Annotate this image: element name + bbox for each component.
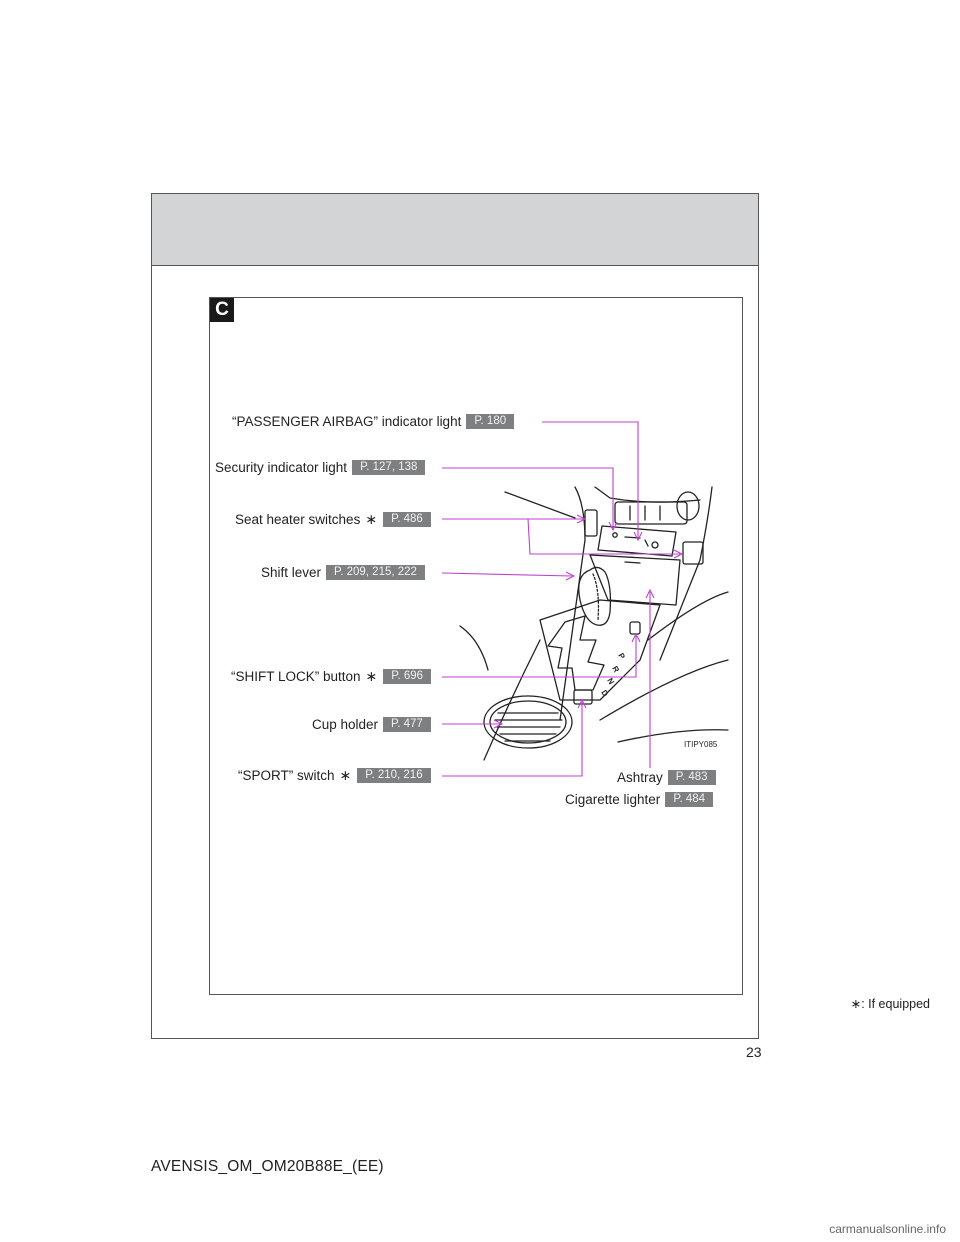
gear-letter-p: P xyxy=(616,652,627,662)
if-equipped-asterisk-icon: ∗ xyxy=(365,511,378,527)
watermark: carmanualsonline.info xyxy=(829,1222,946,1236)
callout-seat-heater: Seat heater switches ∗ P. 486 xyxy=(235,511,431,528)
shift-knob xyxy=(578,566,612,626)
callout-label: “SHIFT LOCK” button xyxy=(231,669,361,684)
vent-knob xyxy=(676,491,700,521)
shift-gate xyxy=(547,615,605,691)
left-seat-heater-switch xyxy=(584,509,598,537)
page-ref-button[interactable]: P. 477 xyxy=(383,717,431,732)
page-ref-button[interactable]: P. 696 xyxy=(383,669,432,684)
callout-ashtray: Ashtray P. 483 xyxy=(617,770,716,785)
shift-lock-button-art xyxy=(629,621,641,635)
callout-label: Security indicator light xyxy=(215,460,348,475)
callout-label: Shift lever xyxy=(261,565,322,580)
console-side-line xyxy=(483,639,541,761)
page-number: 23 xyxy=(746,1044,762,1060)
left-seat-edge xyxy=(459,625,489,671)
leader-passenger-airbag xyxy=(542,421,639,538)
gear-letter-d: D xyxy=(599,689,610,699)
callout-sport-switch: “SPORT” switch ∗ P. 210, 216 xyxy=(238,767,431,784)
page-ref-button[interactable]: P. 127, 138 xyxy=(352,460,426,475)
page-ref-button[interactable]: P. 484 xyxy=(665,792,714,807)
callout-shift-lever: Shift lever P. 209, 215, 222 xyxy=(261,565,425,580)
leader-shift-lever xyxy=(441,572,573,577)
cup-holder-art xyxy=(483,695,573,749)
page-frame: C xyxy=(151,193,759,1039)
leader-seat-heater-right xyxy=(527,518,680,555)
callout-shift-lock: “SHIFT LOCK” button ∗ P. 696 xyxy=(231,668,432,685)
header-band xyxy=(152,194,758,266)
right-seat-edge-2 xyxy=(599,659,729,721)
page-ref-button[interactable]: P. 483 xyxy=(667,770,716,785)
console-left-edge xyxy=(559,486,586,721)
callout-label: Cigarette lighter xyxy=(565,792,661,807)
callout-label: Seat heater switches xyxy=(235,512,361,527)
callout-passenger-airbag: “PASSENGER AIRBAG” indicator light P. 18… xyxy=(232,414,515,429)
callout-label: “SPORT” switch xyxy=(238,768,335,783)
callout-label: “PASSENGER AIRBAG” indicator light xyxy=(232,414,462,429)
callout-label: Ashtray xyxy=(617,770,663,785)
document-code: AVENSIS_OM_OM20B88E_(EE) xyxy=(151,1158,384,1175)
if-equipped-asterisk-icon: ∗ xyxy=(365,668,378,684)
page-ref-button[interactable]: P. 486 xyxy=(383,512,431,527)
right-seat-edge-1 xyxy=(647,591,729,641)
vent-top xyxy=(594,486,701,503)
gear-letter-n: N xyxy=(605,677,616,687)
right-seat-heater-switch xyxy=(682,541,704,565)
leader-security xyxy=(442,467,614,528)
gear-letter-r: R xyxy=(610,665,621,675)
page-ref-button[interactable]: P. 209, 215, 222 xyxy=(326,565,425,580)
illustration-id: ITIPY085 xyxy=(684,740,718,749)
page-ref-button[interactable]: P. 180 xyxy=(466,414,515,429)
dash-edge-line xyxy=(504,491,576,519)
leader-shift-lock xyxy=(442,636,637,678)
if-equipped-footnote: ∗: If equipped xyxy=(850,997,930,1011)
if-equipped-asterisk-icon: ∗ xyxy=(339,767,352,783)
leader-sport-switch xyxy=(442,702,583,777)
callout-cigarette-lighter: Cigarette lighter P. 484 xyxy=(565,792,714,807)
console-right-edge xyxy=(659,486,713,661)
illustration-box: C xyxy=(209,297,743,995)
vent-strip xyxy=(614,501,688,525)
callout-label: Cup holder xyxy=(312,717,379,732)
switch-panel xyxy=(597,525,677,557)
ashtray-lid xyxy=(589,554,681,606)
page-ref-button[interactable]: P. 210, 216 xyxy=(357,768,431,783)
section-letter: C xyxy=(210,298,234,322)
callout-security-indicator: Security indicator light P. 127, 138 xyxy=(215,460,426,475)
callout-cup-holder: Cup holder P. 477 xyxy=(312,717,431,732)
sport-switch-art xyxy=(573,689,593,705)
shift-surround xyxy=(539,599,661,701)
right-seat-edge-3 xyxy=(617,729,729,743)
